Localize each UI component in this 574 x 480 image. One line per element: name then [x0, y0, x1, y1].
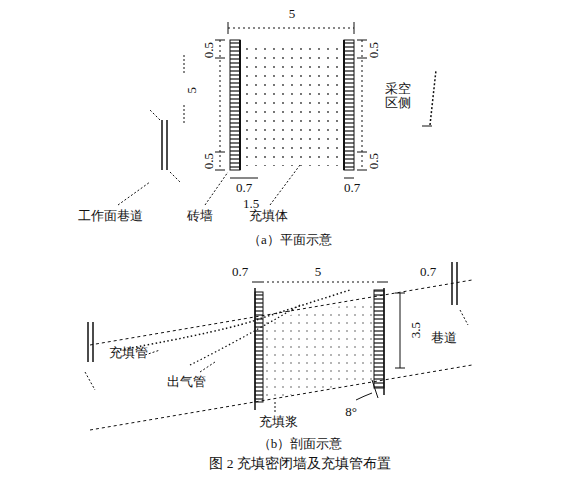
figure-label: （b）剖面示意: [258, 437, 343, 451]
figure-label: 充填体: [249, 209, 288, 223]
figure-label: 充填浆: [259, 415, 298, 429]
figure-label: 5: [185, 87, 199, 94]
figure-label: 0.7: [344, 181, 360, 195]
figure-label: 巷道: [431, 331, 457, 345]
figure-label: 8°: [345, 405, 357, 419]
figure-label: 0.7: [236, 181, 252, 195]
figure-label: 3.5: [409, 322, 423, 338]
figure-label: 0.5: [367, 153, 381, 169]
figure-label: 0.5: [202, 42, 216, 58]
figure-label: 充填管: [109, 346, 148, 360]
figure-label: 5: [289, 7, 296, 21]
figure-label: 采空区侧: [384, 82, 411, 111]
figure-label: 工作面巷道: [78, 209, 143, 223]
figure-label: 0.7: [420, 265, 436, 279]
figure-label: 0.5: [367, 42, 381, 58]
figure-label: 出气管: [167, 375, 206, 389]
figure-label: 0.5: [202, 153, 216, 169]
figure-label: （a）平面示意: [248, 233, 332, 247]
figure-label: 0.7: [232, 265, 248, 279]
figure-label: 5: [315, 265, 322, 279]
figure-caption: 图 2 充填密闭墙及充填管布置: [209, 457, 391, 472]
figure-label: 砖墙: [187, 209, 213, 223]
